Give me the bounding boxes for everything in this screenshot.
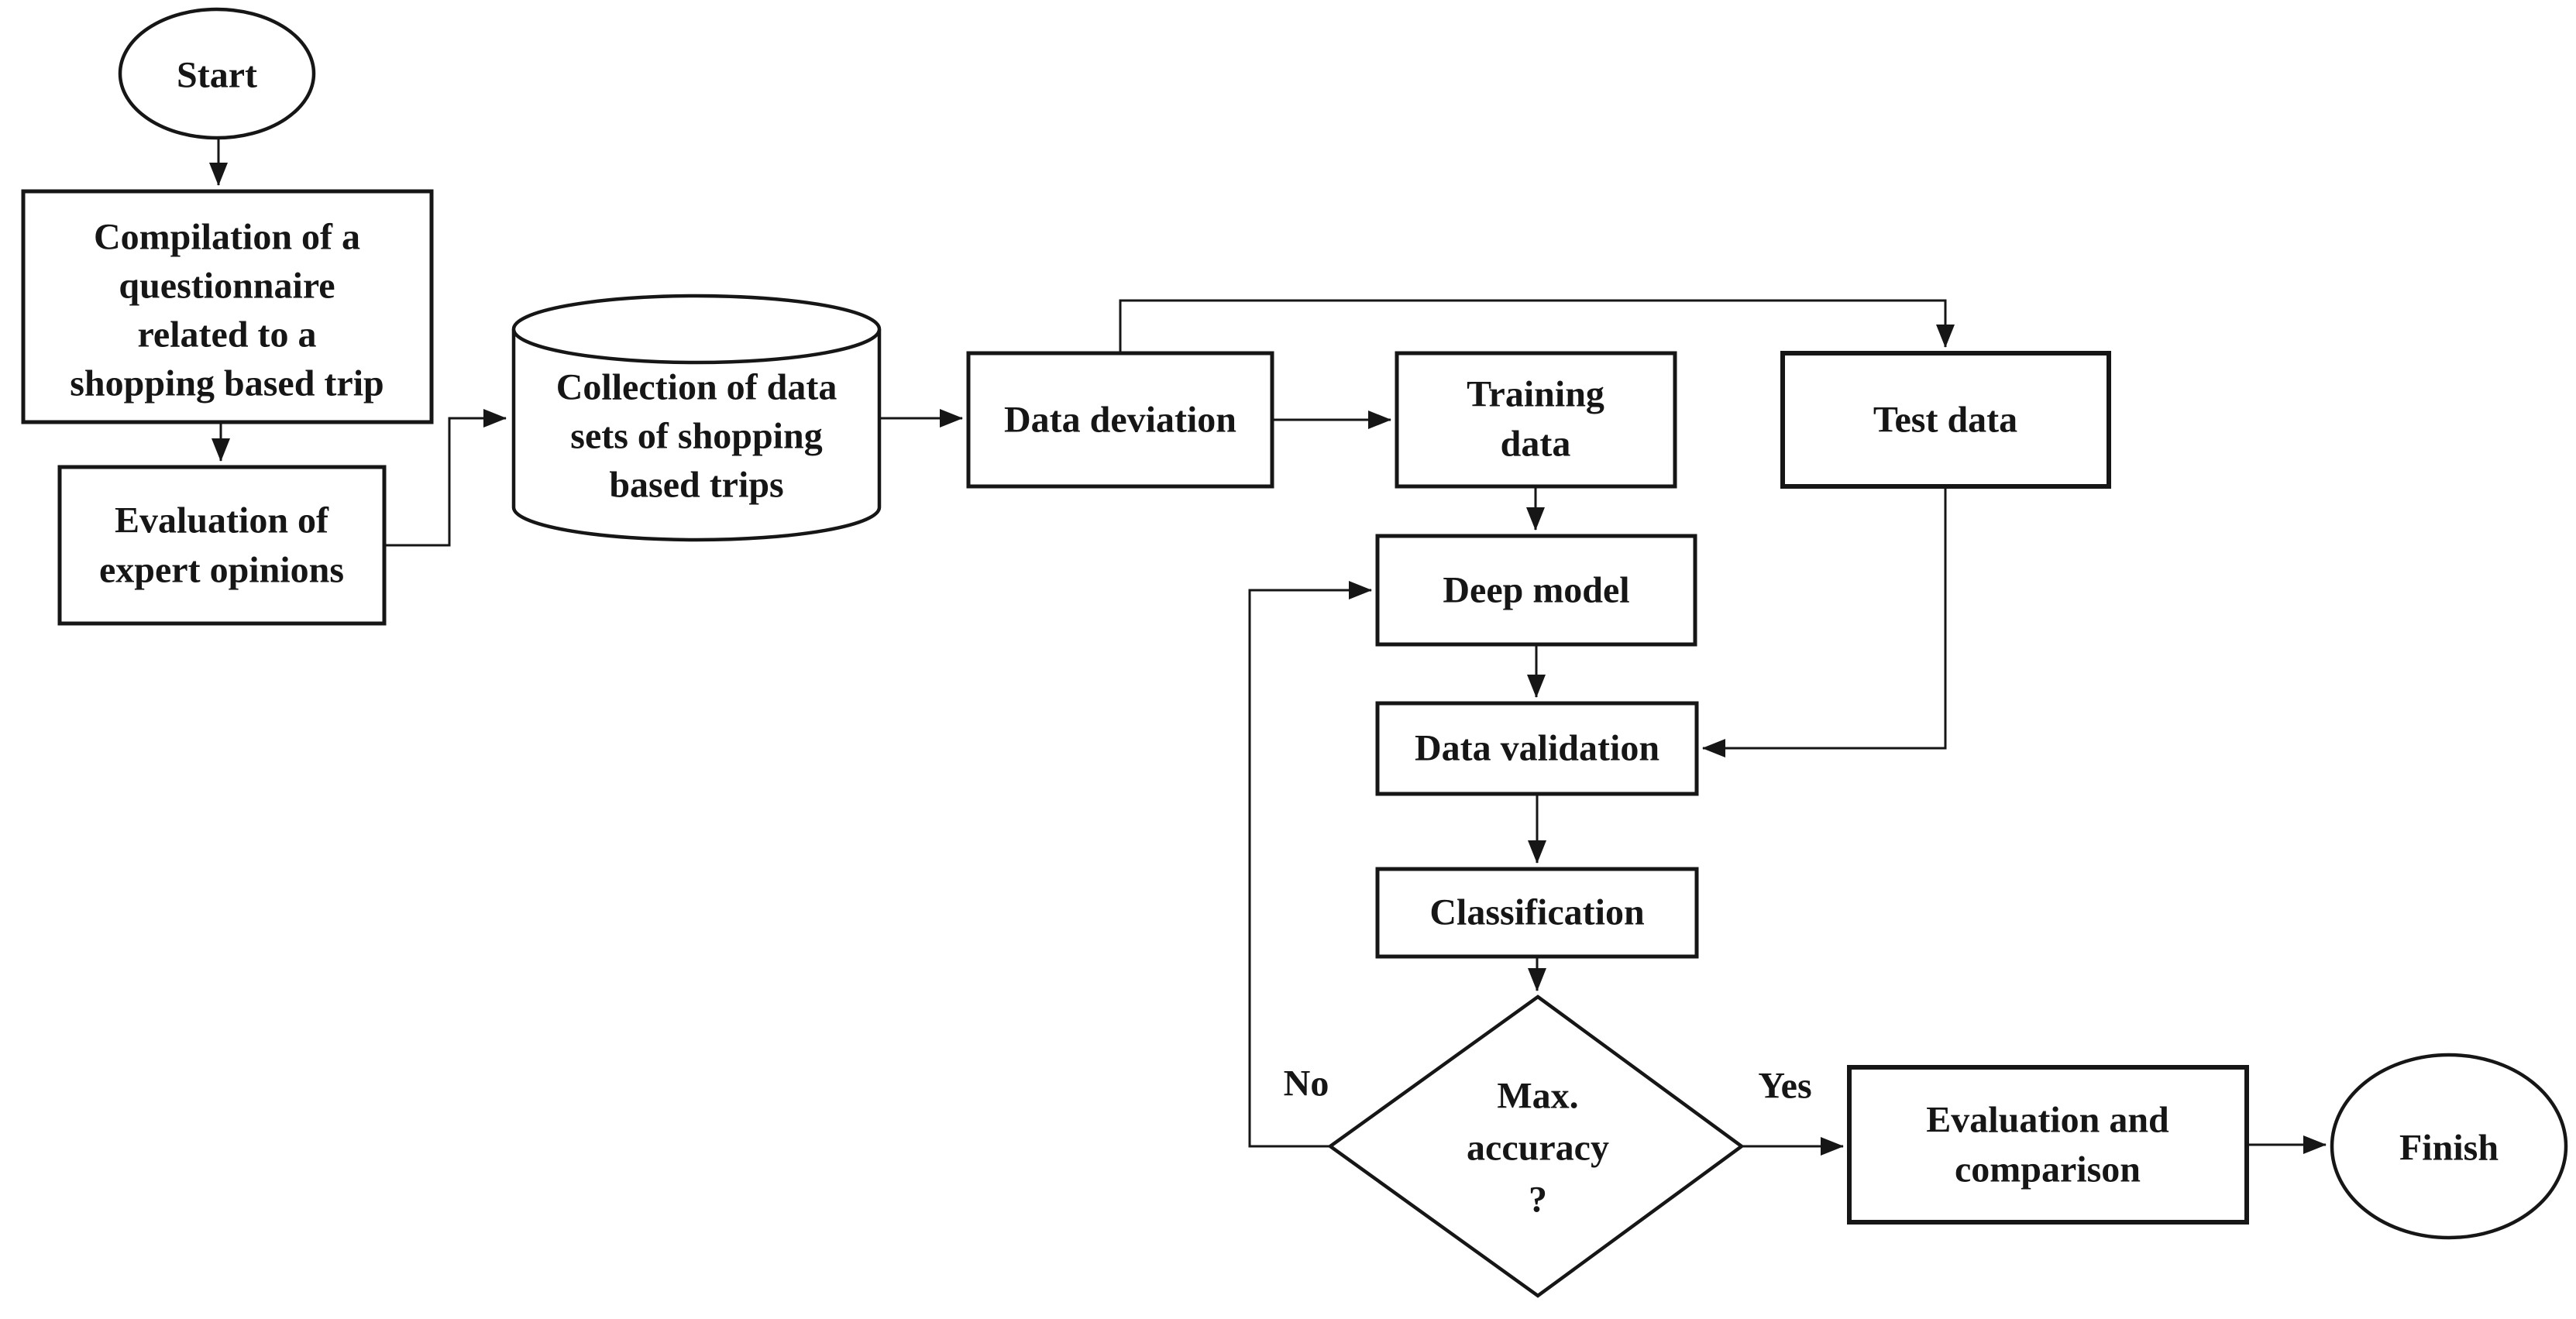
edge-label-yes: Yes <box>1758 1066 1811 1107</box>
compilation-box <box>21 189 434 424</box>
node-expert-evaluation: Evaluation of expert opinions <box>57 465 387 626</box>
start-label: Start <box>177 55 257 96</box>
start-ellipse <box>118 7 316 140</box>
compilation-label-line4: shopping based trip <box>70 363 384 404</box>
data-collection-label-line3: based trips <box>609 465 783 506</box>
node-compilation: Compilation of a questionnaire related t… <box>21 189 434 424</box>
data-collection-cylinder-top <box>511 294 882 365</box>
data-collection-label-line1: Collection of data <box>556 367 837 408</box>
finish-label: Finish <box>2399 1128 2499 1169</box>
classification-label: Classification <box>1429 892 1644 933</box>
evaluation-comparison-box <box>1847 1065 2249 1225</box>
node-deep-model: Deep model <box>1375 534 1697 647</box>
compilation-label-line1: Compilation of a <box>94 217 360 258</box>
data-deviation-box <box>966 351 1274 489</box>
max-accuracy-label-line3: ? <box>1529 1180 1547 1221</box>
node-training-data: Training data <box>1395 351 1677 489</box>
node-max-accuracy-decision: Max. accuracy ? <box>1327 994 1745 1298</box>
test-data-box <box>1780 351 2111 489</box>
evaluation-comparison-label-line1: Evaluation and <box>1926 1100 2169 1141</box>
training-data-label-line1: Training <box>1467 374 1604 415</box>
deep-model-box <box>1375 534 1697 647</box>
node-finish: Finish <box>2330 1053 2568 1240</box>
expert-evaluation-label-line1: Evaluation of <box>115 500 329 541</box>
edge-data-deviation-to-test-data <box>1119 299 1955 353</box>
node-test-data: Test data <box>1780 351 2111 489</box>
edge-test-data-to-data-validation <box>1702 486 1947 757</box>
max-accuracy-label-line2: accuracy <box>1467 1128 1609 1169</box>
edge-decision-no-to-deep-model <box>1248 581 1372 1148</box>
training-data-box <box>1395 351 1677 489</box>
node-start: Start <box>118 7 316 140</box>
test-data-label: Test data <box>1873 400 2017 441</box>
data-collection-cylinder-body <box>511 329 882 542</box>
compilation-label-line3: related to a <box>137 314 316 356</box>
max-accuracy-diamond <box>1327 994 1745 1298</box>
node-evaluation-comparison: Evaluation and comparison <box>1847 1065 2249 1225</box>
node-data-deviation: Data deviation <box>966 351 1274 489</box>
expert-evaluation-label-line2: expert opinions <box>99 550 344 591</box>
node-data-collection: Collection of data sets of shopping base… <box>511 294 882 542</box>
edge-label-no: No <box>1284 1063 1329 1104</box>
edge-expert-evaluation-to-data-collection <box>384 409 507 547</box>
finish-ellipse <box>2330 1053 2568 1240</box>
deep-model-label: Deep model <box>1443 570 1629 611</box>
data-deviation-label: Data deviation <box>1004 400 1236 441</box>
data-validation-box <box>1375 701 1699 796</box>
edges <box>209 138 2327 1156</box>
expert-evaluation-box <box>57 465 387 626</box>
max-accuracy-label-line1: Max. <box>1497 1076 1578 1117</box>
data-validation-label: Data validation <box>1415 728 1659 769</box>
training-data-label-line2: data <box>1501 424 1571 465</box>
classification-box <box>1375 867 1699 959</box>
node-data-validation: Data validation <box>1375 701 1699 796</box>
evaluation-comparison-label-line2: comparison <box>1955 1149 2141 1190</box>
data-collection-label-line2: sets of shopping <box>570 416 822 457</box>
node-classification: Classification <box>1375 867 1699 959</box>
compilation-label-line2: questionnaire <box>119 266 335 307</box>
